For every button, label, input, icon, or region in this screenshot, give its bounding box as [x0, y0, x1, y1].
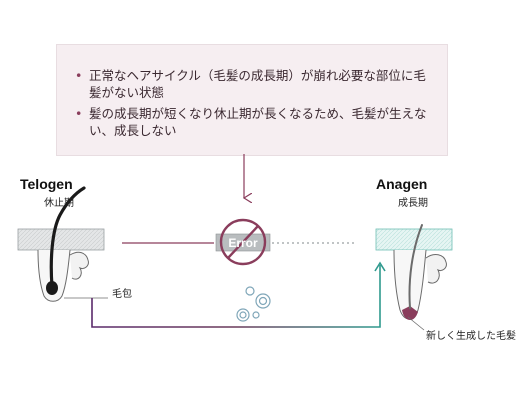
bubbles — [236, 286, 271, 322]
anagen-hair — [408, 224, 423, 309]
description-list: 正常なヘアサイクル（毛髪の成長期）が崩れ必要な部位に毛髪がない状態 髪の成長期が… — [75, 67, 435, 143]
error-badge — [215, 218, 271, 266]
up-arrow-head — [374, 261, 386, 272]
new-hair-label: 新しく生成した毛髪 — [426, 331, 516, 342]
telogen-subtitle: 休止期 — [44, 198, 74, 209]
telogen-follicle — [37, 249, 89, 302]
anagen-follicle — [393, 249, 447, 321]
new-hair-leader — [407, 316, 425, 331]
telogen-hair — [49, 186, 86, 288]
telogen-skin — [17, 228, 105, 251]
telogen-title: Telogen — [20, 176, 73, 192]
error-label: Error — [228, 236, 258, 250]
anagen-subtitle: 成長期 — [398, 198, 428, 209]
cycle-return-path — [91, 265, 381, 328]
description-bullet: 髪の成長期が短くなり休止期が長くなるため、毛髪が生えない、成長しない — [75, 105, 435, 139]
description-bullet: 正常なヘアサイクル（毛髪の成長期）が崩れ必要な部位に毛髪がない状態 — [75, 67, 435, 101]
anagen-title: Anagen — [376, 176, 428, 192]
description-callout: 正常なヘアサイクル（毛髪の成長期）が崩れ必要な部位に毛髪がない状態 髪の成長期が… — [56, 44, 448, 156]
follicle-label: 毛包 — [112, 289, 132, 300]
